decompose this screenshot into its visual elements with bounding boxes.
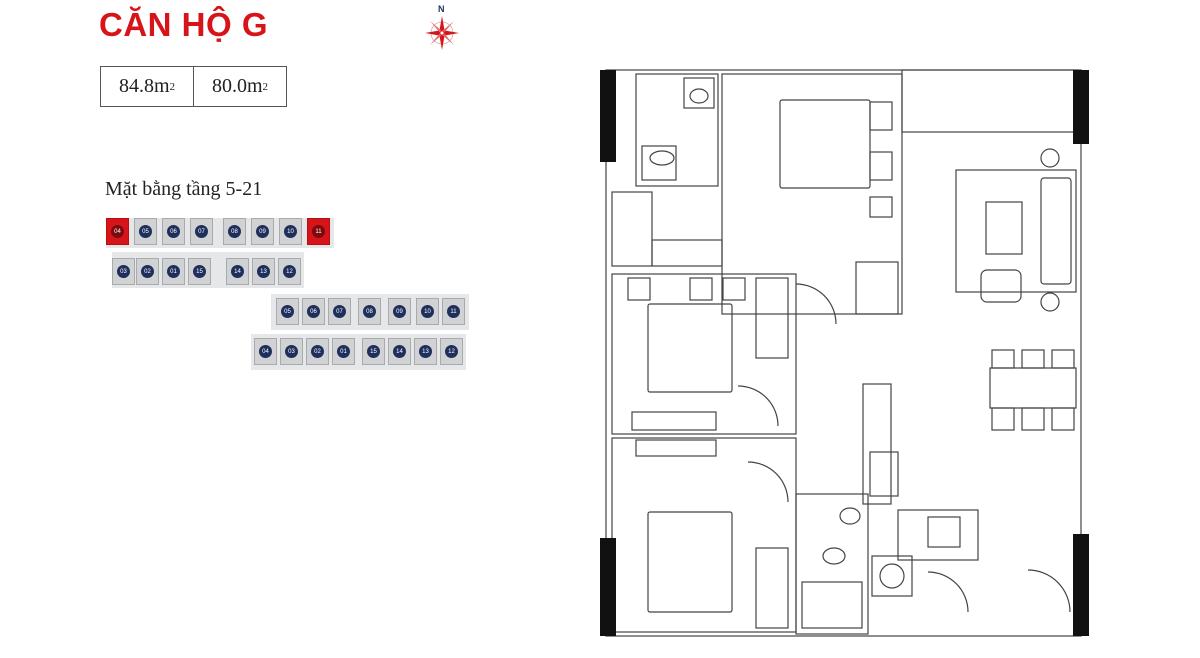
key-plan-unit: 11 bbox=[442, 298, 465, 325]
key-plan-unit: 13 bbox=[414, 338, 437, 365]
key-plan-unit-label: 11 bbox=[312, 225, 325, 238]
key-plan-unit-label: 10 bbox=[284, 225, 297, 238]
key-plan-unit-label: 15 bbox=[193, 265, 206, 278]
key-plan-unit: 05 bbox=[276, 298, 299, 325]
key-plan-unit: 04 bbox=[106, 218, 129, 245]
key-plan-unit: 05 bbox=[134, 218, 157, 245]
key-plan-unit-label: 15 bbox=[367, 345, 380, 358]
area-gross-value: 84.8m bbox=[118, 75, 170, 97]
key-plan-unit-label: 13 bbox=[419, 345, 432, 358]
key-plan-unit: 11 bbox=[307, 218, 330, 245]
key-plan-unit-label: 12 bbox=[283, 265, 296, 278]
key-plan-unit: 06 bbox=[302, 298, 325, 325]
key-plan-unit: 04 bbox=[254, 338, 277, 365]
key-plan-unit: 15 bbox=[188, 258, 211, 285]
key-plan-unit-label: 04 bbox=[259, 345, 272, 358]
key-plan-unit-label: 08 bbox=[363, 305, 376, 318]
key-plan-unit-label: 06 bbox=[167, 225, 180, 238]
key-plan-unit: 15 bbox=[362, 338, 385, 365]
key-plan-unit: 03 bbox=[112, 258, 135, 285]
key-plan-unit-label: 12 bbox=[445, 345, 458, 358]
key-plan-unit: 14 bbox=[226, 258, 249, 285]
key-plan-unit-label: 10 bbox=[421, 305, 434, 318]
key-plan-unit: 10 bbox=[279, 218, 302, 245]
key-plan-unit-label: 05 bbox=[281, 305, 294, 318]
compass-icon: N bbox=[425, 4, 459, 50]
key-plan-unit-label: 13 bbox=[257, 265, 270, 278]
key-plan-unit: 02 bbox=[306, 338, 329, 365]
key-plan-unit: 02 bbox=[136, 258, 159, 285]
key-plan-unit: 09 bbox=[388, 298, 411, 325]
page-title: CĂN HỘ G bbox=[99, 6, 268, 43]
key-plan-unit-label: 03 bbox=[285, 345, 298, 358]
floor-plan bbox=[600, 69, 1089, 637]
key-plan: 04 05 06 07 08 09 10 11 03 02 01 15 14 13 12 05 06 07 08 09… bbox=[106, 212, 472, 374]
key-plan-unit-label: 05 bbox=[139, 225, 152, 238]
key-plan-unit-label: 11 bbox=[447, 305, 460, 318]
key-plan-unit: 01 bbox=[162, 258, 185, 285]
key-plan-unit-label: 09 bbox=[393, 305, 406, 318]
compass-north-label: N bbox=[438, 4, 445, 14]
key-plan-unit: 12 bbox=[440, 338, 463, 365]
key-plan-unit: 06 bbox=[162, 218, 185, 245]
area-gross-unit: 2 bbox=[169, 80, 176, 93]
key-plan-unit: 03 bbox=[280, 338, 303, 365]
key-plan-unit: 10 bbox=[416, 298, 439, 325]
key-plan-unit-label: 01 bbox=[337, 345, 350, 358]
key-plan-unit: 14 bbox=[388, 338, 411, 365]
key-plan-unit-label: 02 bbox=[141, 265, 154, 278]
key-plan-unit-label: 14 bbox=[231, 265, 244, 278]
key-plan-unit-label: 08 bbox=[228, 225, 241, 238]
key-plan-unit: 13 bbox=[252, 258, 275, 285]
key-plan-unit: 07 bbox=[190, 218, 213, 245]
key-plan-unit-label: 14 bbox=[393, 345, 406, 358]
area-net-value: 80.0m bbox=[211, 75, 263, 97]
key-plan-unit-label: 07 bbox=[195, 225, 208, 238]
key-plan-unit-label: 01 bbox=[167, 265, 180, 278]
key-plan-unit-label: 09 bbox=[256, 225, 269, 238]
key-plan-unit: 01 bbox=[332, 338, 355, 365]
key-plan-unit-label: 07 bbox=[333, 305, 346, 318]
key-plan-unit-label: 02 bbox=[311, 345, 324, 358]
key-plan-unit: 09 bbox=[251, 218, 274, 245]
key-plan-unit: 12 bbox=[278, 258, 301, 285]
area-net-unit: 2 bbox=[262, 80, 269, 93]
key-plan-unit: 08 bbox=[223, 218, 246, 245]
key-plan-unit-label: 06 bbox=[307, 305, 320, 318]
key-plan-unit-label: 03 bbox=[117, 265, 130, 278]
key-plan-unit-label: 04 bbox=[111, 225, 124, 238]
key-plan-unit: 08 bbox=[358, 298, 381, 325]
key-plan-unit: 07 bbox=[328, 298, 351, 325]
floor-label: Mặt bằng tầng 5-21 bbox=[105, 178, 263, 200]
